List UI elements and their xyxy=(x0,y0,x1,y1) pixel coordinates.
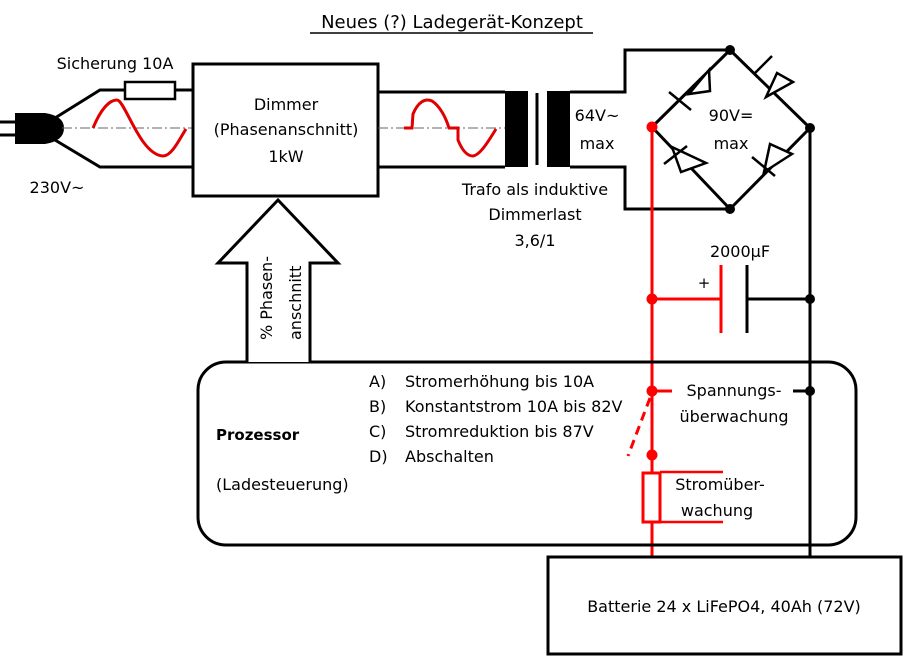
dimmer-box xyxy=(191,62,380,198)
diagram-title: Neues (?) Ladegerät-Konzept xyxy=(321,12,583,33)
processor-box xyxy=(196,360,858,547)
arrow-label-line1: % Phasen- xyxy=(257,256,276,340)
capacitor-polarity: + xyxy=(698,274,711,292)
secondary-wires xyxy=(570,48,730,211)
dimmer-output-wires xyxy=(378,90,505,169)
mains-voltage-label: 230V~ xyxy=(30,178,85,197)
plug-icon xyxy=(0,113,64,144)
secondary-voltage-line1: 64V~ xyxy=(575,106,620,125)
charge-switch xyxy=(626,397,652,457)
current-monitor-line1: Stromüber- xyxy=(675,475,765,494)
step-text: Stromerhöhung bis 10A xyxy=(405,372,594,391)
processor-subtitle: (Ladesteuerung) xyxy=(216,475,349,494)
rectifier-voltage-line1: 90V= xyxy=(709,106,754,125)
voltage-monitor-line2: überwachung xyxy=(680,407,789,426)
fuse-label: Sicherung 10A xyxy=(57,54,174,73)
phase-cut-wave-icon xyxy=(404,98,498,158)
control-arrow-icon xyxy=(214,197,342,362)
step-text: Abschalten xyxy=(405,447,494,466)
diode-icon xyxy=(663,144,710,174)
diode-icon xyxy=(753,55,796,100)
dimmer-label-line2: (Phasenanschnitt) xyxy=(214,120,359,139)
capacitor-symbol xyxy=(652,265,810,333)
capacitor-label: 2000µF xyxy=(710,242,770,261)
junction-dots xyxy=(646,45,815,461)
sine-wave-icon xyxy=(91,98,188,158)
transformer-symbol xyxy=(505,91,570,167)
arrow-label-line2: anschnitt xyxy=(286,266,305,340)
battery-label: Batterie 24 x LiFePO4, 40Ah (72V) xyxy=(587,597,861,616)
transformer-caption-line3: 3,6/1 xyxy=(514,231,555,250)
step-key: A) xyxy=(369,372,386,391)
diode-icon xyxy=(751,142,795,177)
processor-title: Prozessor xyxy=(216,426,300,444)
diode-icon xyxy=(668,66,712,111)
step-key: C) xyxy=(369,422,386,441)
mains-wires xyxy=(54,88,193,169)
step-text: Stromreduktion bis 87V xyxy=(405,422,594,441)
secondary-voltage-line2: max xyxy=(580,134,615,153)
rectifier-voltage-line2: max xyxy=(714,134,749,153)
step-text: Konstantstrom 10A bis 82V xyxy=(405,397,623,416)
fuse-symbol xyxy=(123,80,177,101)
step-key: B) xyxy=(369,397,386,416)
dimmer-label-line1: Dimmer xyxy=(254,95,319,114)
current-shunt xyxy=(641,471,662,524)
bridge-rectifier xyxy=(650,48,812,211)
processor-steps: A) Stromerhöhung bis 10A B) Konstantstro… xyxy=(369,372,623,466)
voltage-monitor-line1: Spannungs- xyxy=(687,381,782,400)
battery-box xyxy=(546,555,903,656)
current-monitor-line2: wachung xyxy=(681,501,753,520)
step-key: D) xyxy=(369,447,388,466)
transformer-caption-line2: Dimmerlast xyxy=(488,205,581,224)
transformer-caption-line1: Trafo als induktive xyxy=(461,180,608,199)
dimmer-label-line3: 1kW xyxy=(268,147,303,166)
